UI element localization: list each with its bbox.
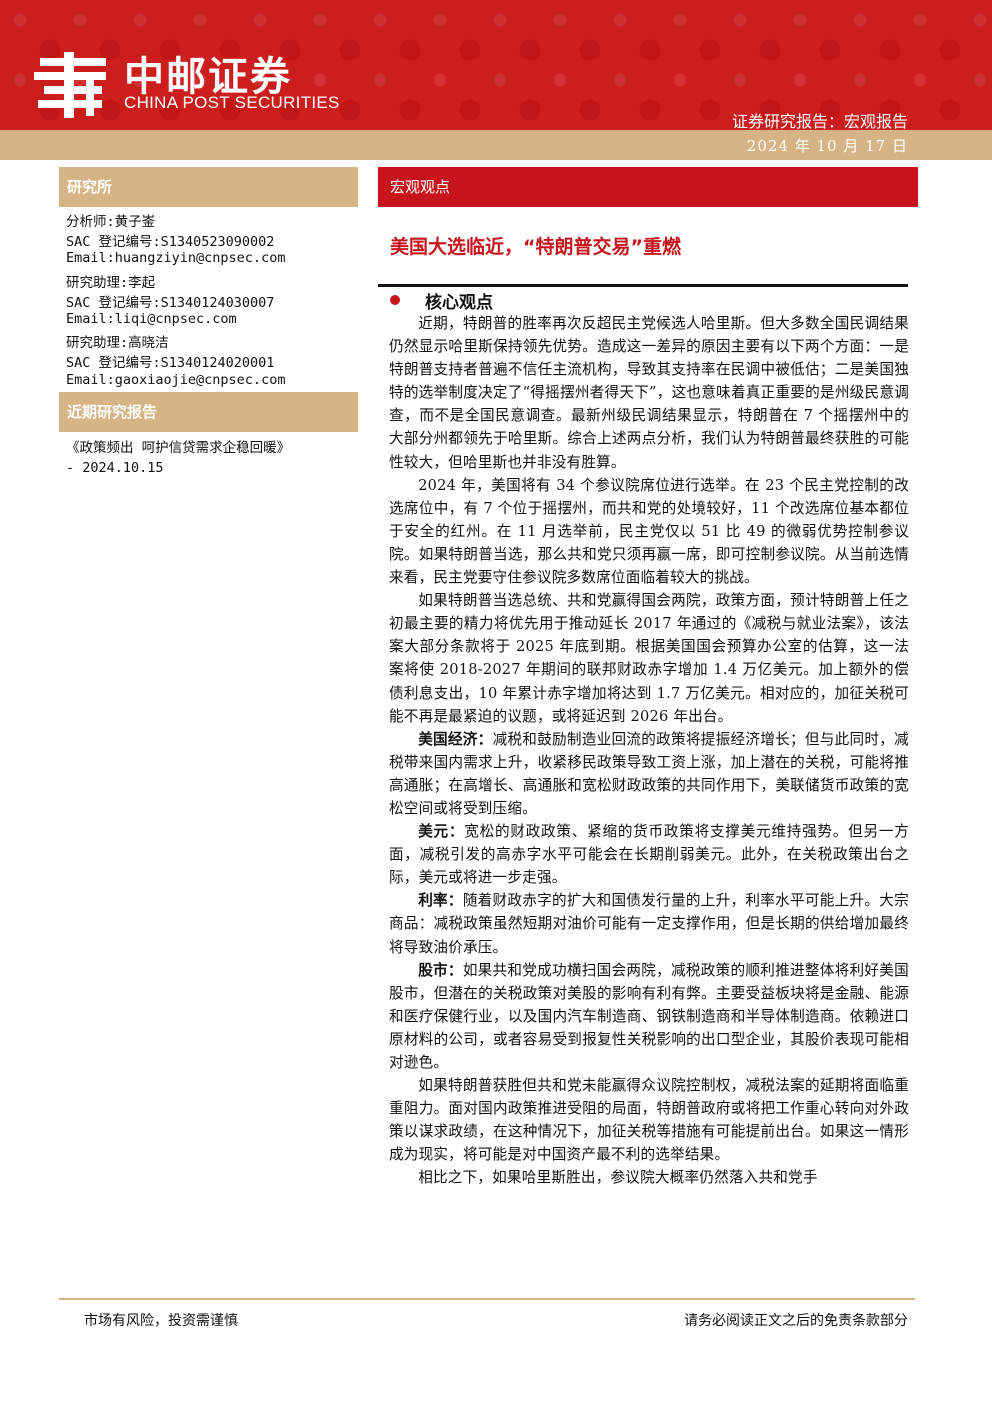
risk-warning: 市场有风险，投资需谨慎	[84, 1313, 238, 1329]
logo-english-text: CHINA POST SECURITIES	[124, 93, 340, 112]
paragraph-text: 减税和鼓励制造业回流的政策将提振经济增长；但与此同时，减税带来国内需求上升，收紧…	[389, 730, 909, 817]
analyst-line: SAC 登记编号:S1340523090002	[66, 234, 275, 251]
body-paragraph: 美元：宽松的财政政策、紧缩的货币政策将支撑美元维持强势。但另一方面，减税引发的高…	[389, 820, 909, 889]
body-paragraph: 利率：随着财政赤字的扩大和国债发行量的上升，利率水平可能上升。大宗商品：减税政策…	[389, 889, 909, 958]
report-type: 证券研究报告：宏观报告	[731, 112, 908, 130]
analyst-line[interactable]: Email:huangziyin@cnpsec.com	[66, 250, 286, 267]
paragraph-lead: 美国经济：	[418, 730, 493, 748]
body-paragraph: 如果特朗普获胜但共和党未能赢得众议院控制权，减税法案的延期将面临重重阻力。面对国…	[389, 1074, 909, 1166]
recent-report-date: - 2024.10.15	[66, 460, 164, 476]
report-header: 中邮证券 CHINA POST SECURITIES 证券研究报告：宏观报告	[0, 0, 992, 130]
report-body: 近期，特朗普的胜率再次反超民主党候选人哈里斯。但大多数全国民调结果仍然显示哈里斯…	[389, 312, 909, 1190]
paragraph-text: 如果共和党成功横扫国会两院，减税政策的顺利推进整体将利好美国股市，但潜在的关税政…	[389, 961, 909, 1071]
paragraph-text: 宽松的财政政策、紧缩的货币政策将支撑美元维持强势。但另一方面，减税引发的高赤字水…	[389, 823, 909, 887]
body-paragraph: 2024 年，美国将有 34 个参议院席位进行选举。在 23 个民主党控制的改选…	[389, 474, 909, 589]
body-paragraph: 近期，特朗普的胜率再次反超民主党候选人哈里斯。但大多数全国民调结果仍然显示哈里斯…	[389, 312, 909, 474]
report-title: 美国大选临近，“特朗普交易”重燃	[390, 236, 681, 258]
paragraph-text: 2024 年，美国将有 34 个参议院席位进行选举。在 23 个民主党控制的改选…	[389, 476, 909, 587]
section-label: 宏观观点	[378, 167, 918, 207]
recent-report-link[interactable]: 《政策频出 呵护信贷需求企稳回暖》	[66, 440, 291, 456]
paragraph-text: 如果特朗普当选总统、共和党赢得国会两院，政策方面，预计特朗普上任之初最主要的精力…	[389, 592, 909, 725]
analyst-line: SAC 登记编号:S1340124020001	[66, 355, 275, 372]
logo-chinese-text: 中邮证券	[124, 54, 292, 100]
analyst-line[interactable]: Email:gaoxiaojie@cnpsec.com	[66, 371, 286, 388]
analyst-line[interactable]: Email:liqi@cnpsec.com	[66, 311, 237, 327]
body-paragraph: 股市：如果共和党成功横扫国会两院，减税政策的顺利推进整体将利好美国股市，但潜在的…	[389, 959, 909, 1074]
paragraph-text: 随着财政赤字的扩大和国债发行量的上升，利率水平可能上升。大宗商品：减税政策虽然短…	[389, 892, 909, 956]
report-date: 2024 年 10 月 17 日	[746, 137, 908, 155]
paragraph-text: 近期，特朗普的胜率再次反超民主党候选人哈里斯。但大多数全国民调结果仍然显示哈里斯…	[389, 315, 909, 471]
paragraph-lead: 股市：	[418, 961, 463, 979]
paragraph-lead: 美元：	[418, 823, 465, 841]
footer-divider	[59, 1298, 915, 1300]
paragraph-lead: 利率：	[418, 892, 463, 910]
bullet-icon	[390, 295, 400, 305]
analyst-line: 分析师:黄子崟	[66, 214, 156, 230]
body-paragraph: 相比之下，如果哈里斯胜出，参议院大概率仍然落入共和党手	[389, 1166, 909, 1189]
paragraph-text: 如果特朗普获胜但共和党未能赢得众议院控制权，减税法案的延期将面临重重阻力。面对国…	[389, 1077, 909, 1164]
analyst-line: 研究助理:高晓洁	[66, 335, 169, 352]
header-pattern	[0, 0, 992, 130]
disclaimer-note: 请务必阅读正文之后的免责条款部分	[684, 1313, 908, 1329]
body-paragraph: 美国经济：减税和鼓励制造业回流的政策将提振经济增长；但与此同时，减税带来国内需求…	[389, 728, 909, 820]
analyst-line: SAC 登记编号:S1340124030007	[66, 294, 275, 311]
core-view-heading: 核心观点	[425, 293, 493, 313]
body-paragraph: 如果特朗普当选总统、共和党赢得国会两院，政策方面，预计特朗普上任之初最主要的精力…	[389, 589, 909, 728]
date-bar	[0, 130, 992, 160]
recent-reports-heading: 近期研究报告	[59, 392, 358, 432]
china-post-logo-icon	[34, 50, 112, 120]
title-divider	[378, 284, 908, 287]
paragraph-text: 相比之下，如果哈里斯胜出，参议院大概率仍然落入共和党手	[418, 1169, 818, 1187]
institute-heading: 研究所	[59, 167, 358, 207]
analyst-line: 研究助理:李起	[66, 274, 156, 291]
